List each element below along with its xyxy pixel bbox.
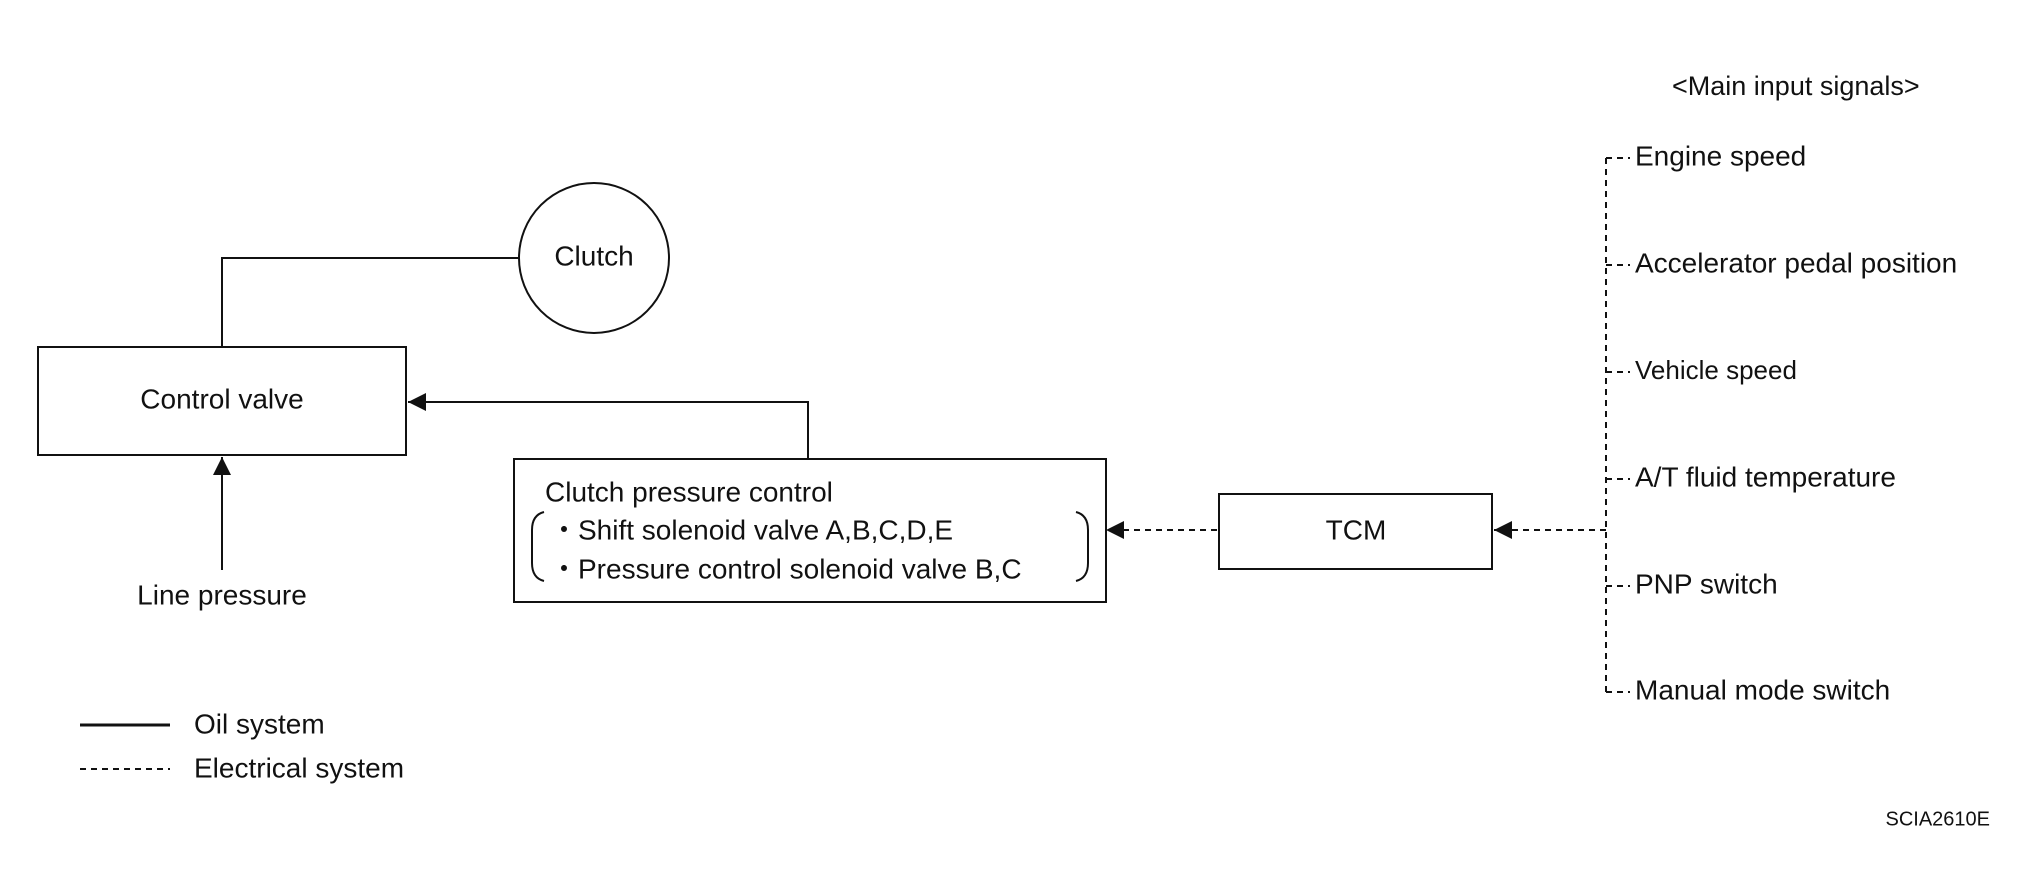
tcm-box — [1218, 493, 1493, 570]
clutch-pressure-control-node: Clutch pressure control ・Shift solenoid … — [513, 458, 1107, 603]
clutch-circle — [518, 182, 670, 334]
input-signals-heading: <Main input signals> — [1672, 71, 1920, 101]
control-valve-node: Control valve — [37, 346, 407, 456]
clutch-pressure-control-title: Clutch pressure control — [545, 476, 833, 507]
clutch-node: Clutch — [518, 182, 670, 334]
signal-at-fluid-temperature: A/T fluid temperature — [1635, 461, 1896, 492]
legend-oil-label: Oil system — [194, 708, 325, 739]
signal-engine-speed: Engine speed — [1635, 140, 1806, 171]
tcm-label: TCM — [1326, 514, 1387, 545]
clutch-pressure-control-box — [513, 458, 1107, 603]
oil-system-connections — [213, 257, 809, 570]
left-bracket — [531, 511, 545, 582]
main-input-signals: <Main input signals> Engine speed Accele… — [1635, 71, 1957, 705]
figure-code: SCIA2610E — [1885, 808, 1990, 830]
signal-manual-mode-switch: Manual mode switch — [1635, 674, 1890, 705]
clutch-label: Clutch — [554, 240, 633, 271]
solenoid-to-control-valve-arrow — [408, 393, 809, 459]
legend-electrical-label: Electrical system — [194, 752, 404, 783]
signal-pnp-switch: PNP switch — [1635, 568, 1778, 599]
right-bracket — [1075, 511, 1089, 582]
control-valve-to-clutch-line — [221, 257, 519, 347]
signal-vehicle-speed: Vehicle speed — [1635, 355, 1797, 385]
control-valve-label: Control valve — [140, 383, 303, 414]
line-pressure-label: Line pressure — [137, 579, 307, 610]
legend: Oil system Electrical system — [80, 708, 404, 783]
electrical-system-connections — [1106, 157, 1630, 693]
shift-solenoid-item: ・Shift solenoid valve A,B,C,D,E — [550, 514, 953, 545]
tcm-node: TCM — [1218, 493, 1493, 570]
pressure-control-solenoid-item: ・Pressure control solenoid valve B,C — [550, 553, 1022, 584]
control-valve-box — [37, 346, 407, 456]
signal-accelerator-pedal-position: Accelerator pedal position — [1635, 247, 1957, 278]
